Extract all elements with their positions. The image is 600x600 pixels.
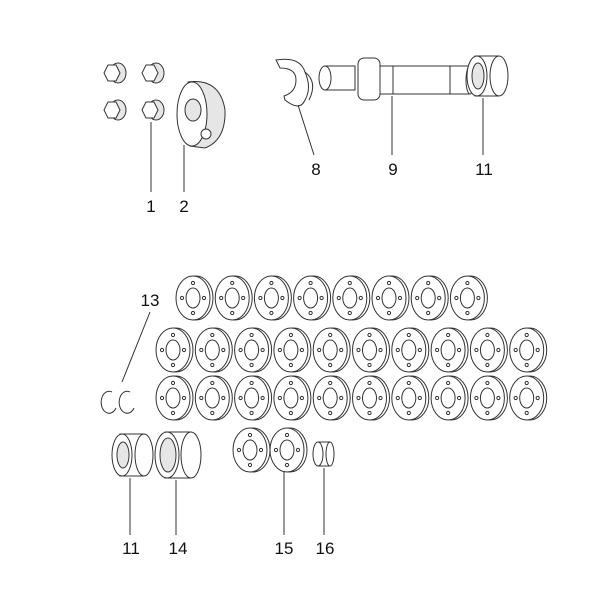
- callout-11-top: 11: [475, 160, 493, 179]
- plug: [141, 99, 165, 121]
- shim-disc: [332, 275, 371, 321]
- shim-disc: [155, 327, 194, 373]
- part-11-bearing-top: [466, 55, 509, 97]
- shim-disc: [214, 275, 253, 321]
- shim-disc: [352, 327, 390, 373]
- shim-disc: [234, 327, 273, 373]
- part-14-bushing: [154, 431, 202, 479]
- shim-disc: [449, 275, 488, 321]
- shim-disc: [469, 375, 508, 421]
- callout-2: 2: [179, 197, 188, 216]
- shim-disc: [312, 327, 351, 373]
- shim-disc: [391, 327, 430, 373]
- part-13-circlips: [100, 390, 135, 414]
- callout-14: 14: [169, 539, 188, 558]
- callout-16: 16: [316, 539, 335, 558]
- shim-disc: [509, 375, 548, 421]
- callout-13: 13: [141, 291, 160, 310]
- part-16-sleeve: [312, 441, 335, 467]
- shim-disc: [273, 375, 312, 421]
- shim-disc: [410, 275, 449, 321]
- callout-9: 9: [388, 160, 397, 179]
- callout-8: 8: [311, 160, 320, 179]
- part-8-half-ring: [275, 58, 314, 107]
- plug: [103, 99, 127, 121]
- shim-disc: [232, 427, 271, 473]
- shim-disc: [391, 375, 430, 421]
- part-11-bearing-bottom: [111, 433, 154, 477]
- shim-disc: [194, 327, 233, 373]
- shim-disc: [194, 375, 233, 421]
- shim-discs: [155, 275, 548, 473]
- shim-disc: [155, 375, 194, 421]
- shim-disc: [253, 275, 292, 321]
- shim-disc: [175, 275, 214, 321]
- part-9-shaft: [318, 57, 475, 101]
- shim-disc: [234, 375, 273, 421]
- callout-1: 1: [146, 197, 155, 216]
- shim-disc: [269, 427, 308, 473]
- plug: [103, 62, 127, 84]
- shim-disc: [430, 327, 469, 373]
- shim-disc: [371, 275, 410, 321]
- shim-disc: [509, 327, 548, 373]
- plug: [141, 62, 165, 84]
- part-2-nut: [176, 81, 226, 149]
- leader-lines: [121, 96, 484, 535]
- shim-disc: [312, 375, 351, 421]
- shim-disc: [430, 375, 469, 421]
- shim-disc: [469, 327, 508, 373]
- callout-15: 15: [275, 539, 294, 558]
- part-1-plugs: [103, 62, 165, 121]
- shim-disc: [293, 275, 332, 321]
- callout-11-bottom: 11: [122, 539, 140, 558]
- shim-disc: [273, 327, 312, 373]
- shim-disc: [352, 375, 390, 421]
